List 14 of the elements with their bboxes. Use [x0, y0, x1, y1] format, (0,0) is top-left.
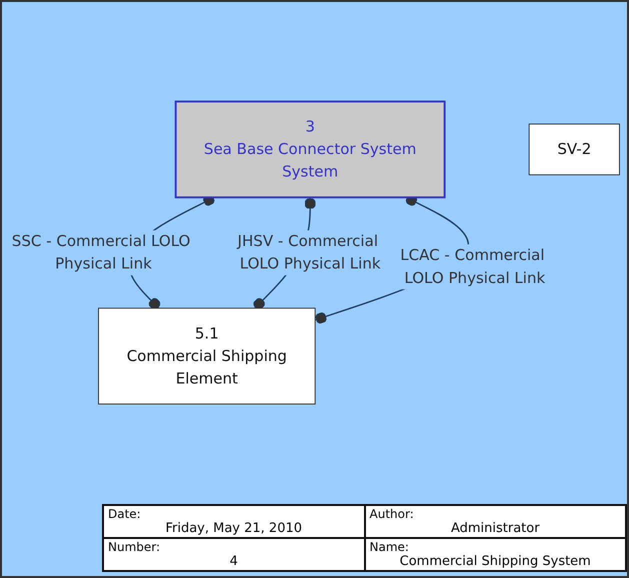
field-label: Author:: [370, 507, 415, 521]
edge-label: SSC - Commercial LOLO Physical Link: [12, 232, 190, 273]
field-value: Administrator: [450, 521, 541, 536]
node-box: 3 Sea Base Connector System System: [174, 100, 446, 198]
node-box: SV-2: [528, 124, 620, 176]
field-value: 4: [228, 554, 239, 569]
node-box: 5.1 Commercial Shipping Element: [98, 308, 316, 405]
edge-label: JHSV - Commercial LOLO Physical Link: [238, 232, 381, 273]
field-value: Friday, May 21, 2010: [164, 521, 304, 536]
edge-label: LCAC - Commercial LOLO Physical Link: [400, 246, 546, 287]
field-label: Date:: [108, 507, 142, 521]
field-value: Commercial Shipping System: [398, 554, 592, 569]
field-label: Number:: [108, 540, 162, 554]
field-label: Name:: [370, 540, 410, 554]
